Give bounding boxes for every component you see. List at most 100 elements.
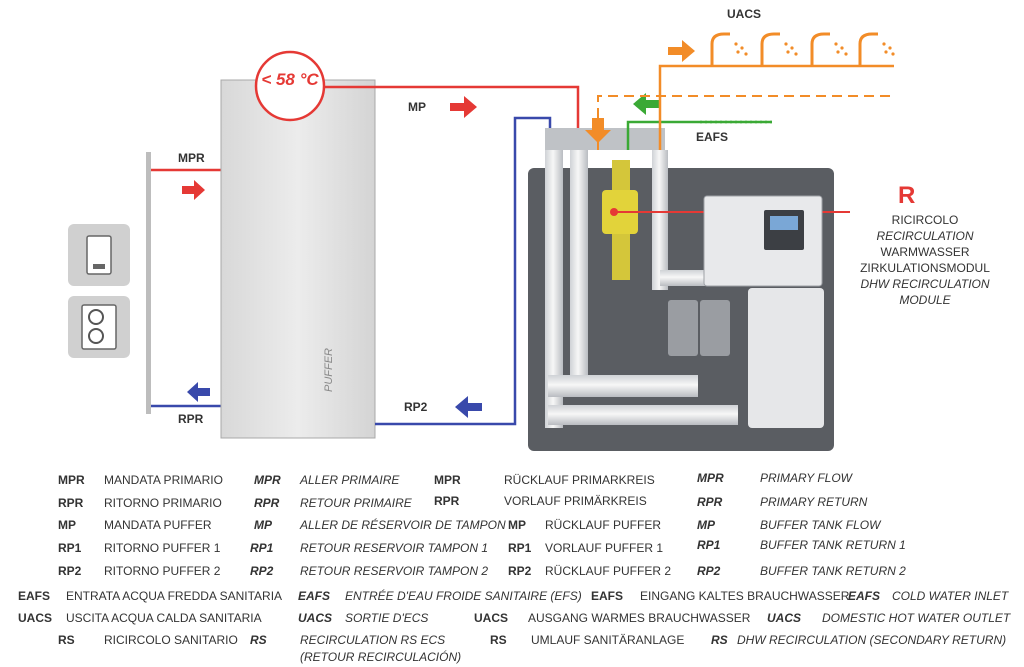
shower-icon [710,32,878,66]
legend-code: EAFS [591,589,624,603]
legend-text: RÜCKLAUF PUFFER 2 [545,564,672,578]
eafs-arrow [633,93,660,115]
legend-text: (RETOUR RECIRCULACIÓN) [300,650,462,664]
mp-label: MP [408,100,426,114]
legend-code: RPR [58,496,84,510]
legend-text: AUSGANG WARMES BRAUCHWASSER [528,611,751,625]
legend-text: BUFFER TANK RETURN 2 [760,564,906,578]
legend-text: PRIMARY RETURN [760,495,868,509]
eafs-label: EAFS [696,130,729,144]
legend-code: MPR [254,473,281,487]
rp2-line [375,116,552,426]
legend-text: RICIRCOLO SANITARIO [104,633,238,647]
legend-text: RETOUR RESERVOIR TAMPON 2 [300,564,489,578]
legend-text: RECIRCULATION RS ECS [300,633,446,647]
rp2-label: RP2 [404,400,428,414]
legend-text: BUFFER TANK FLOW [760,518,881,532]
legend-code: EAFS [18,589,51,603]
module-marker: R [898,182,916,209]
legend-text: USCITA ACQUA CALDA SANITARIA [66,611,262,625]
legend-text: DHW RECIRCULATION (SECONDARY RETURN) [737,633,1007,647]
mpr-arrow [182,180,205,200]
legend-code: RP1 [508,541,532,555]
module-description: RICIRCOLO RECIRCULATION WARMWASSER ZIRKU… [850,212,1000,308]
legend-text: RÜCKLAUF PRIMARKREIS [504,473,655,487]
rs-arrow [585,118,611,143]
mpr-label: MPR [178,151,205,165]
legend-text: COLD WATER INLET [892,589,1009,603]
mp-arrow [450,96,477,118]
legend-text: MANDATA PRIMARIO [104,473,223,487]
control-box [703,195,823,287]
legend-code: RS [58,633,75,647]
legend-code: RP2 [508,564,532,578]
rp2-arrow [455,396,482,418]
module-line-5: DHW RECIRCULATION [860,277,990,291]
module-line-6: MODULE [899,293,951,307]
legend-code: RS [490,633,507,647]
legend-text: EINGANG KALTES BRAUCHWASSER [640,589,850,603]
module-line-2: RECIRCULATION [876,229,974,243]
legend-text: RETOUR RESERVOIR TAMPON 1 [300,541,489,555]
legend-text: VORLAUF PUFFER 1 [545,541,664,555]
legend-code: MPR [58,473,85,487]
legend-text: BUFFER TANK RETURN 1 [760,538,906,552]
legend-code: RP2 [250,564,274,578]
module-pipes [545,128,824,428]
legend-text: DOMESTIC HOT WATER OUTLET [822,611,1011,625]
legend-text: PRIMARY FLOW [760,471,853,485]
buffer-tank [220,79,376,439]
legend-code: RP1 [58,541,82,555]
rpr-arrow [187,382,210,402]
rpr-label: RPR [178,412,204,426]
legend-code: EAFS [848,589,881,603]
tank-label: PUFFER [323,348,335,392]
heat-pump-icon [68,296,130,358]
legend-text: ENTRÉE D'EAU FROIDE SANITAIRE (EFS) [345,589,582,603]
legend-code: MP [58,518,76,532]
legend-code: RPR [254,496,280,510]
legend-code: MP [697,518,715,532]
legend-text: ALLER PRIMAIRE [300,473,400,487]
legend-code: RP1 [250,541,274,555]
legend-text: RITORNO PRIMARIO [104,496,222,510]
legend-code: UACS [298,611,333,625]
legend-text: ENTRATA ACQUA FREDDA SANITARIA [66,589,283,603]
uacs-label: UACS [727,7,762,21]
uacs-line [658,64,894,150]
shower-spray [734,42,895,56]
legend-code: RS [250,633,267,647]
eafs-line [626,120,772,150]
legend-code: MP [254,518,272,532]
legend-code: UACS [474,611,509,625]
mp-line [320,85,580,130]
legend-code: RPR [434,494,460,508]
module-line-3: WARMWASSER [880,245,970,259]
legend-code: RP2 [58,564,82,578]
temperature-label: < 58 °C [261,70,319,89]
legend-code: MPR [697,471,724,485]
legend-code: RP2 [697,564,721,578]
legend-text: RITORNO PUFFER 1 [104,541,221,555]
boiler-icon [68,224,130,286]
legend-code: RS [711,633,728,647]
module-line-1: RICIRCOLO [891,213,959,227]
legend-text: VORLAUF PRIMÄRKREIS [504,494,647,508]
legend-code: MP [508,518,526,532]
legend-text: ALLER DE RÉSERVOIR DE TAMPON [300,518,506,532]
legend-text: RÜCKLAUF PUFFER [545,518,662,532]
legend-code: MPR [434,473,461,487]
heat-source-bar [146,152,151,414]
legend-code: EAFS [298,589,331,603]
uacs-arrow [668,40,695,62]
temperature-circle [254,50,326,122]
legend-code: UACS [18,611,53,625]
legend-text: RITORNO PUFFER 2 [104,564,221,578]
legend-text: MANDATA PUFFER [104,518,212,532]
legend-code: RPR [697,495,723,509]
legend-code: RP1 [697,538,721,552]
legend-text: SORTIE D'ECS [345,611,429,625]
module-line-4: ZIRKULATIONSMODUL [860,261,990,275]
legend-code: UACS [767,611,802,625]
